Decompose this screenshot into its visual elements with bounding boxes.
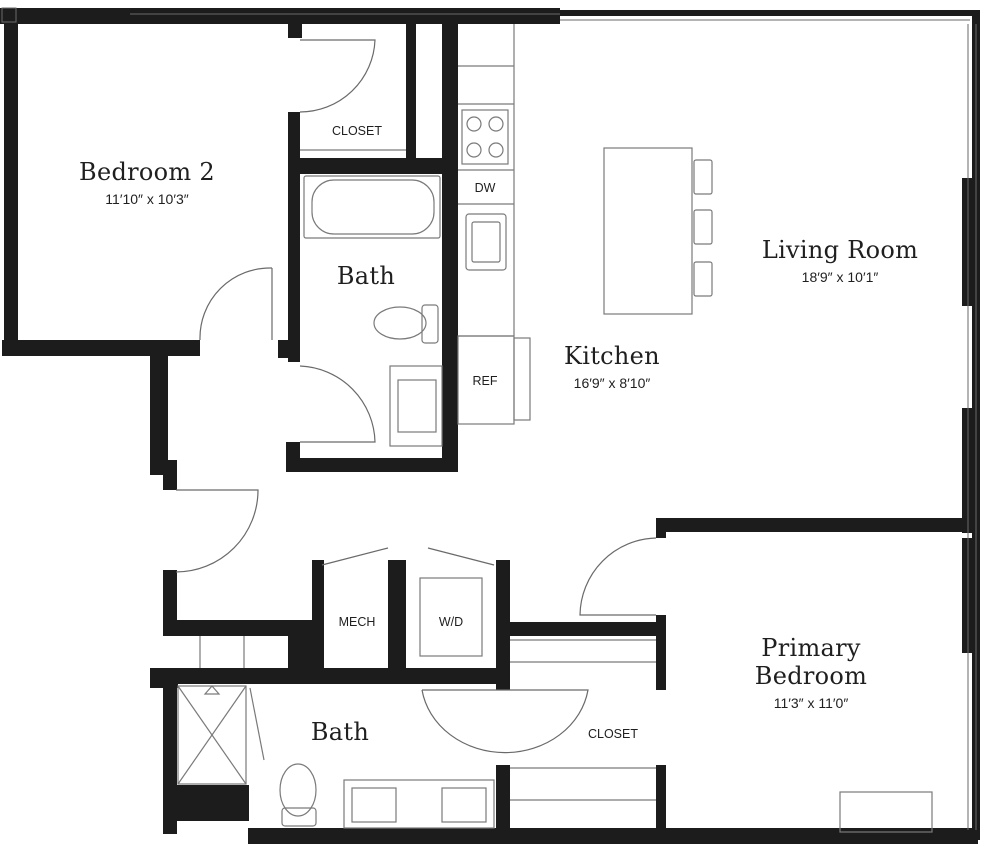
door-swings	[175, 39, 657, 754]
kitchen-dims: 16′9″ x 8′10″	[573, 375, 651, 391]
primary-bedroom-name-line1: Primary	[761, 634, 861, 662]
living-room-dims: 18′9″ x 10′1″	[801, 269, 879, 285]
mech-label: MECH	[338, 615, 376, 629]
bedroom2-name: Bedroom 2	[79, 158, 215, 186]
kitchen-name: Kitchen	[564, 342, 660, 370]
bedroom2-dims: 11′10″ x 10′3″	[105, 191, 189, 207]
windows	[1, 7, 977, 830]
bath-bottom-name: Bath	[310, 718, 370, 746]
refrigerator-label: REF	[472, 374, 498, 388]
dishwasher-label: DW	[474, 181, 496, 195]
bath-top-name: Bath	[336, 262, 396, 290]
fixtures	[177, 24, 933, 833]
closet-bottom-label: CLOSET	[587, 727, 638, 741]
primary-bedroom-dims: 11′3″ x 11′0″	[773, 695, 849, 711]
closet-top-label: CLOSET	[331, 124, 382, 138]
wd-label: W/D	[438, 615, 464, 629]
living-room-name: Living Room	[761, 236, 919, 264]
walls	[0, 8, 980, 844]
primary-bedroom-name-line2: Bedroom	[754, 662, 868, 690]
